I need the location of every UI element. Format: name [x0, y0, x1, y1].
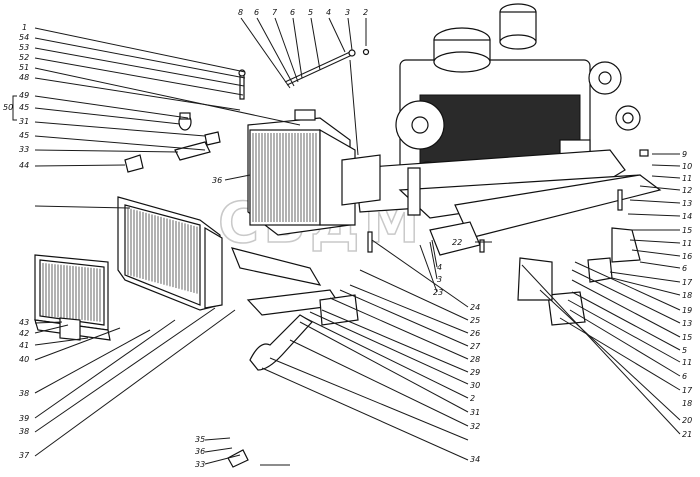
- callout: 15: [682, 226, 692, 235]
- callout: 12: [682, 186, 692, 195]
- callout: 3: [437, 275, 442, 284]
- callout: 51: [19, 63, 29, 72]
- callout: 53: [19, 43, 29, 52]
- callout: 2: [470, 394, 475, 403]
- callout: 13: [682, 199, 692, 208]
- callout: 45: [19, 131, 29, 140]
- callout: 23: [433, 288, 443, 297]
- radiator-with-shroud: [247, 109, 381, 236]
- callout: 19: [682, 306, 692, 315]
- callout: 44: [19, 161, 29, 170]
- callout: 24: [470, 303, 480, 312]
- callout: 28: [470, 355, 480, 364]
- callout: 36: [195, 447, 205, 456]
- callout: 7: [272, 8, 278, 17]
- callout: 14: [682, 212, 692, 221]
- callout: 22: [452, 238, 462, 247]
- callout: 41: [19, 341, 29, 350]
- callout: 18: [682, 291, 692, 300]
- callout: 45: [19, 103, 29, 112]
- radiator-grille: [34, 254, 111, 341]
- callout: 6: [290, 8, 295, 17]
- condenser-core: [117, 196, 223, 311]
- callout: 29: [470, 368, 480, 377]
- hoses-and-fasteners: [124, 48, 649, 468]
- callout: 6: [682, 372, 687, 381]
- callout: 43: [19, 318, 29, 327]
- callout: 2: [363, 8, 368, 17]
- callout: 25: [470, 316, 480, 325]
- callout: 18: [682, 399, 692, 408]
- callout: 3: [345, 8, 350, 17]
- callout: 15: [682, 333, 692, 342]
- callout: 35: [195, 435, 205, 444]
- callout: 27: [470, 342, 481, 351]
- callout: 34: [470, 455, 480, 464]
- callout: 13: [682, 319, 692, 328]
- callout: 16: [682, 252, 692, 261]
- callout: 21: [682, 430, 692, 439]
- callout: 8: [238, 8, 243, 17]
- callout: 42: [19, 329, 29, 338]
- callout: 11: [682, 358, 692, 367]
- callout: 33: [195, 460, 205, 469]
- callout: 38: [19, 427, 29, 436]
- callout: 17: [682, 386, 693, 395]
- callout: 4: [437, 263, 442, 272]
- callout: 36: [212, 176, 222, 185]
- callout: 20: [682, 416, 692, 425]
- callout: 54: [19, 33, 29, 42]
- callout: 11: [682, 239, 692, 248]
- callout: 31: [470, 408, 480, 417]
- callout: 4: [326, 8, 331, 17]
- callout: 6: [682, 264, 687, 273]
- callout: 5: [682, 346, 687, 355]
- callout: 33: [19, 145, 29, 154]
- callout: 38: [19, 389, 29, 398]
- callout: 11: [682, 174, 692, 183]
- callout: 52: [19, 53, 29, 62]
- callout: 49: [19, 91, 29, 100]
- callout-labels: 1 54 53 52 51 48 49 45 31 45 33 44 43 42…: [3, 8, 693, 469]
- callout: 48: [19, 73, 29, 82]
- callout: 10: [682, 162, 692, 171]
- leader-lines: [12, 17, 681, 466]
- engine-frame: [354, 149, 662, 256]
- callout: 39: [19, 414, 29, 423]
- callout: 9: [682, 150, 687, 159]
- callout: 31: [19, 117, 29, 126]
- callout: 26: [470, 329, 480, 338]
- callout: 6: [254, 8, 259, 17]
- callout: 1: [22, 23, 27, 32]
- callout: 40: [19, 355, 29, 364]
- callout: 5: [308, 8, 313, 17]
- callout: 30: [470, 381, 480, 390]
- callout: 32: [470, 422, 480, 431]
- callout: 37: [19, 451, 30, 460]
- group-bracket-label: 50: [3, 103, 13, 112]
- callout: 17: [682, 278, 693, 287]
